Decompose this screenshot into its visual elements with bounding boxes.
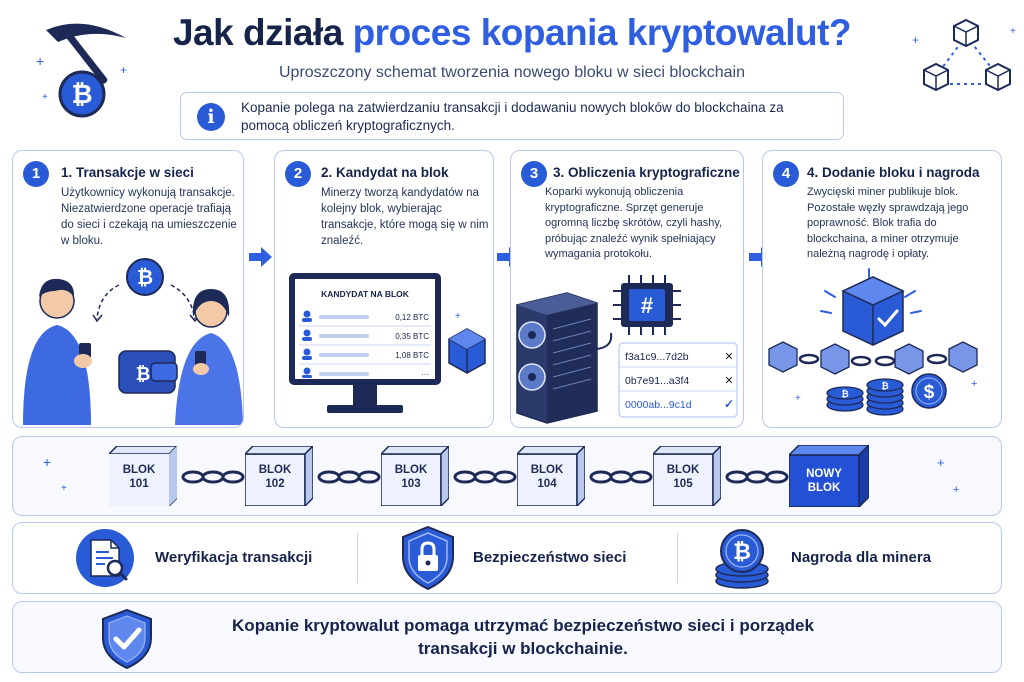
candidate-block-monitor: KANDYDAT NA BLOK 0,12 BTC 0,35 BTC 1,08 …: [289, 273, 486, 413]
svg-text:+: +: [795, 393, 801, 404]
svg-text:₿: ₿: [71, 79, 92, 109]
step-card-1: 1 1. Transakcje w sieci Użytkownicy wyko…: [12, 150, 244, 428]
step-title-3: 3. Obliczenia kryptograficzne: [553, 165, 740, 180]
chain-block-102: BLOK 102: [243, 444, 315, 508]
svg-text:₿: ₿: [136, 364, 151, 384]
conclusion-box: Kopanie kryptowalut pomaga utrzymać bezp…: [12, 601, 1002, 673]
shield-lock-icon: [402, 525, 454, 591]
chain-block-105-line1: BLOK: [666, 464, 700, 476]
step-title-1: 1. Transakcje w sieci: [61, 165, 194, 180]
step-card-3: 3 3. Obliczenia kryptograficzne Koparki …: [510, 150, 744, 428]
reward-coin-symbol: $: [924, 382, 935, 403]
step-body-3: Koparki wykonują obliczenia kryptografic…: [545, 186, 723, 260]
conclusion-text: Kopanie kryptowalut pomaga utrzymać bezp…: [232, 616, 814, 658]
step-title-4: 4. Dodanie bloku i nagroda: [807, 165, 980, 180]
info-box: i Kopanie polega na zatwierdzaniu transa…: [180, 92, 844, 140]
svg-text:+: +: [120, 63, 127, 77]
chain-block-104: BLOK 104: [515, 444, 587, 508]
candidate-header: KANDYDAT NA BLOK: [321, 289, 410, 299]
strip-decorations: + + + +: [43, 454, 959, 496]
chain-block-new: NOWY BLOK: [787, 443, 871, 509]
svg-text:+: +: [43, 454, 51, 470]
hash-value-2: 0b7e91...a3f4: [625, 375, 689, 387]
chain-block-103-line2: 103: [401, 478, 421, 490]
chain-block-new-line1: NOWY: [806, 468, 842, 480]
hash-accept-mark: ✓: [724, 397, 734, 411]
benefits-bar: Weryfikacja transakcji Bezpieczeństwo si…: [12, 522, 1002, 594]
step-number-3: 3: [521, 161, 547, 187]
step-card-4: 4 4. Dodanie bloku i nagroda Zwycięski m…: [762, 150, 1002, 428]
benefit-divider-1: [357, 533, 358, 583]
title-part-1: Jak działa: [172, 12, 353, 53]
chain-block-101: BLOK 101: [108, 445, 178, 507]
chain-block-102-line2: 102: [265, 478, 285, 490]
candidate-row-4: ···: [421, 370, 429, 379]
candidate-row-1: 0,12 BTC: [395, 313, 429, 322]
hash-value-1: f3a1c9...7d2b: [625, 351, 689, 363]
svg-text:₿: ₿: [733, 539, 751, 564]
step-number-4: 4: [773, 161, 799, 187]
document-search-icon: [76, 529, 134, 587]
svg-text:+: +: [42, 92, 48, 103]
hash-reject-mark-1: ✕: [724, 351, 733, 363]
mining-rig-illustration: # f3a1c9...7d2b 0b7e91...a3f4 0000ab...9…: [516, 275, 738, 424]
benefit-divider-2: [677, 533, 678, 583]
candidate-row-3: 1,08 BTC: [395, 351, 429, 360]
info-text: Kopanie polega na zatwierdzaniu transakc…: [241, 100, 784, 133]
svg-text:+: +: [455, 311, 461, 322]
chain-block-102-line1: BLOK: [258, 464, 292, 476]
svg-text:+: +: [61, 483, 67, 494]
chain-block-101-line1: BLOK: [122, 464, 156, 476]
chain-block-new-line2: BLOK: [807, 482, 841, 494]
pickaxe-bitcoin-illustration: ₿ + + +: [36, 23, 127, 118]
chain-links: [181, 470, 789, 484]
chain-block-101-line2: 101: [129, 478, 149, 490]
chain-block-104-line1: BLOK: [530, 464, 564, 476]
info-icon: i: [197, 103, 225, 131]
network-cubes-illustration: + +: [912, 18, 1016, 92]
svg-text:+: +: [971, 378, 977, 390]
benefit-verification: Weryfikacja transakcji: [13, 523, 343, 593]
chain-block-105: BLOK 105: [651, 444, 723, 508]
hash-value-3: 0000ab...9c1d: [625, 399, 692, 411]
svg-text:+: +: [953, 484, 959, 496]
benefit-reward-label: Nagroda dla minera: [791, 549, 932, 566]
svg-text:+: +: [1010, 26, 1016, 37]
chain-block-103-line1: BLOK: [394, 464, 428, 476]
title-part-2: proces kopania kryptowalut?: [352, 12, 852, 53]
chain-block-104-line2: 104: [537, 478, 557, 490]
svg-text:+: +: [36, 53, 44, 69]
page-subtitle: Uproszczony schemat tworzenia nowego blo…: [279, 64, 745, 81]
benefit-verification-label: Weryfikacja transakcji: [155, 549, 313, 566]
users-transaction-illustration: ₿ ₿: [23, 258, 243, 425]
benefit-security: Bezpieczeństwo sieci: [363, 523, 673, 593]
step-card-2: 2 2. Kandydat na blok Minerzy tworzą kan…: [274, 150, 494, 428]
block-reward-illustration: ₿ ₿ $ + +: [768, 268, 978, 416]
page-title: Jak działa proces kopania kryptowalut?: [0, 12, 1024, 54]
step-number-1: 1: [23, 161, 49, 187]
svg-text:+: +: [912, 33, 919, 47]
benefit-reward: ₿ Nagroda dla minera: [683, 523, 1001, 593]
bitcoin-coins-icon: ₿: [715, 529, 769, 589]
step-body-4: Zwycięski miner publikuje blok. Pozostał…: [807, 186, 969, 260]
step-body-2: Minerzy tworzą kandydatów na kolejny blo…: [321, 187, 489, 247]
hash-chip-symbol: #: [641, 293, 653, 318]
svg-text:₿: ₿: [137, 267, 153, 289]
shield-check-icon: [102, 608, 152, 670]
arrow-step-1-to-2: [249, 247, 272, 267]
step-number-2: 2: [285, 161, 311, 187]
hash-reject-mark-2: ✕: [724, 375, 733, 387]
candidate-row-2: 0,35 BTC: [395, 332, 429, 341]
svg-text:₿: ₿: [881, 381, 888, 391]
svg-text:+: +: [937, 455, 945, 470]
svg-text:₿: ₿: [841, 389, 848, 399]
chain-block-105-line2: 105: [673, 478, 693, 490]
step-body-1: Użytkownicy wykonują transakcje. Niezatw…: [61, 187, 237, 247]
step-title-2: 2. Kandydat na blok: [321, 165, 449, 180]
chain-block-103: BLOK 103: [379, 444, 451, 508]
benefit-security-label: Bezpieczeństwo sieci: [473, 549, 627, 566]
